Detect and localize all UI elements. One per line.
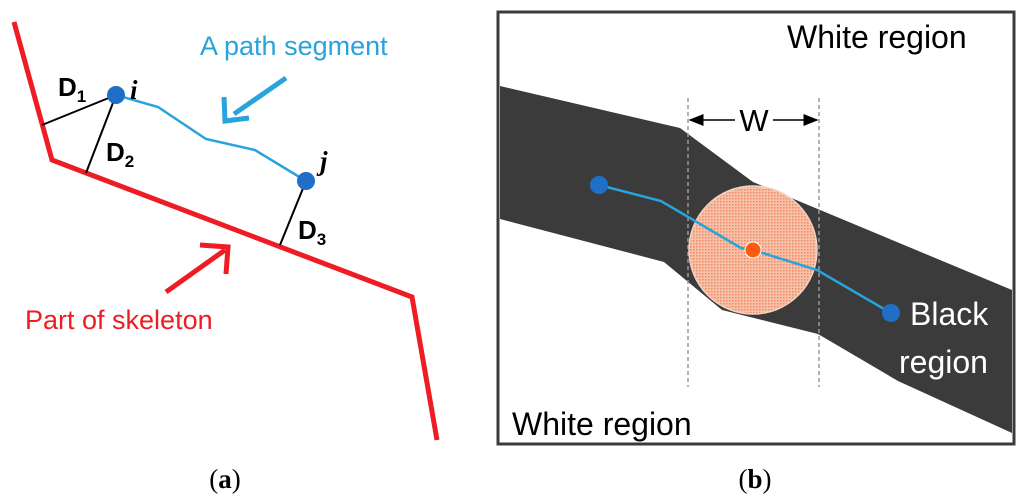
distance-label-d3: D3 xyxy=(298,215,326,249)
node-j xyxy=(297,172,315,190)
black-region-label-line1: Black xyxy=(910,296,989,332)
node-j-label: j xyxy=(316,146,328,176)
caption-a: (a) xyxy=(209,464,241,494)
disk-center-node xyxy=(744,241,762,259)
distance-label-d3-sub: 3 xyxy=(317,230,326,249)
caption-b-letter: b xyxy=(747,464,762,494)
skeleton-arrow-icon xyxy=(164,242,231,295)
caption-a-open: ( xyxy=(209,464,218,494)
distance-label-d3-letter: D xyxy=(298,215,317,245)
white-region-top-label: White region xyxy=(787,19,967,55)
caption-b-close: ) xyxy=(763,464,772,494)
width-label: W xyxy=(739,103,769,138)
distance-line-d3 xyxy=(279,180,307,246)
distance-label-d1-letter: D xyxy=(58,72,77,102)
start-node xyxy=(590,176,608,194)
distance-label-d1: D1 xyxy=(58,72,86,106)
caption-a-close: ) xyxy=(232,464,241,494)
distance-line-d2 xyxy=(85,94,117,174)
panel-a: A path segment Part of skeleton i j D1 D… xyxy=(11,21,440,494)
caption-b-open: ( xyxy=(738,464,747,494)
distance-line-d1 xyxy=(41,94,117,126)
path-segment-line xyxy=(115,93,307,183)
white-region-bottom-label: White region xyxy=(512,406,692,442)
distance-label-d1-sub: 1 xyxy=(77,87,86,106)
path-segment-arrow-icon xyxy=(221,75,288,124)
distance-label-d2: D2 xyxy=(106,137,134,171)
skeleton-label: Part of skeleton xyxy=(25,305,213,335)
node-i-label: i xyxy=(130,75,138,105)
black-region-label-line2: region xyxy=(899,344,988,380)
distance-label-d2-letter: D xyxy=(106,137,125,167)
skeleton-line xyxy=(11,21,440,441)
end-node xyxy=(882,304,900,322)
distance-label-d2-sub: 2 xyxy=(125,152,134,171)
panel-b: W White region White region Black region… xyxy=(496,10,1016,494)
node-i xyxy=(107,86,125,104)
path-segment-label: A path segment xyxy=(200,31,388,61)
caption-b: (b) xyxy=(738,464,771,494)
caption-a-letter: a xyxy=(218,464,232,494)
